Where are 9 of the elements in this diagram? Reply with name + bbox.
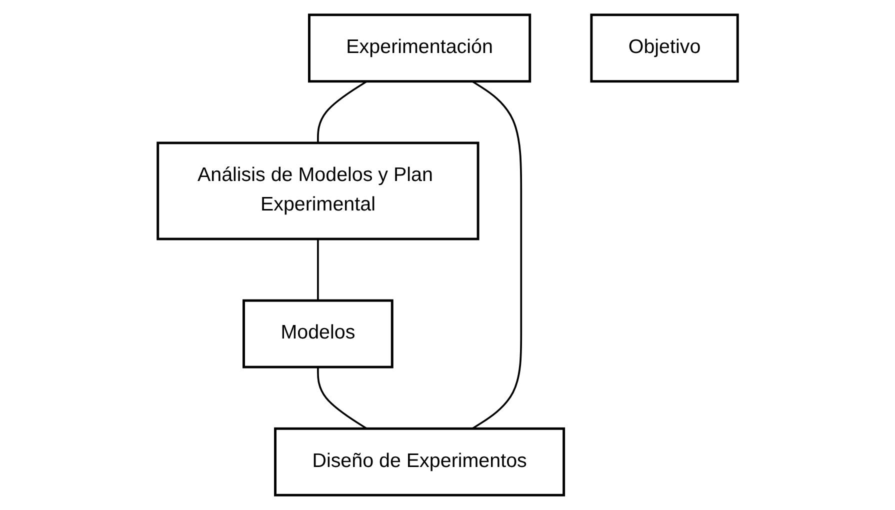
node-box: Experimentación bbox=[308, 14, 531, 83]
connector bbox=[316, 238, 319, 301]
node-box: Análisis de Modelos y Plan Experimental bbox=[156, 142, 480, 240]
node-box: Objetivo bbox=[590, 14, 739, 83]
connector bbox=[316, 367, 368, 430]
node-box: Modelos bbox=[242, 299, 394, 368]
node-box: Diseño de Experimentos bbox=[274, 427, 565, 496]
connector bbox=[472, 80, 522, 430]
connector bbox=[316, 80, 368, 143]
